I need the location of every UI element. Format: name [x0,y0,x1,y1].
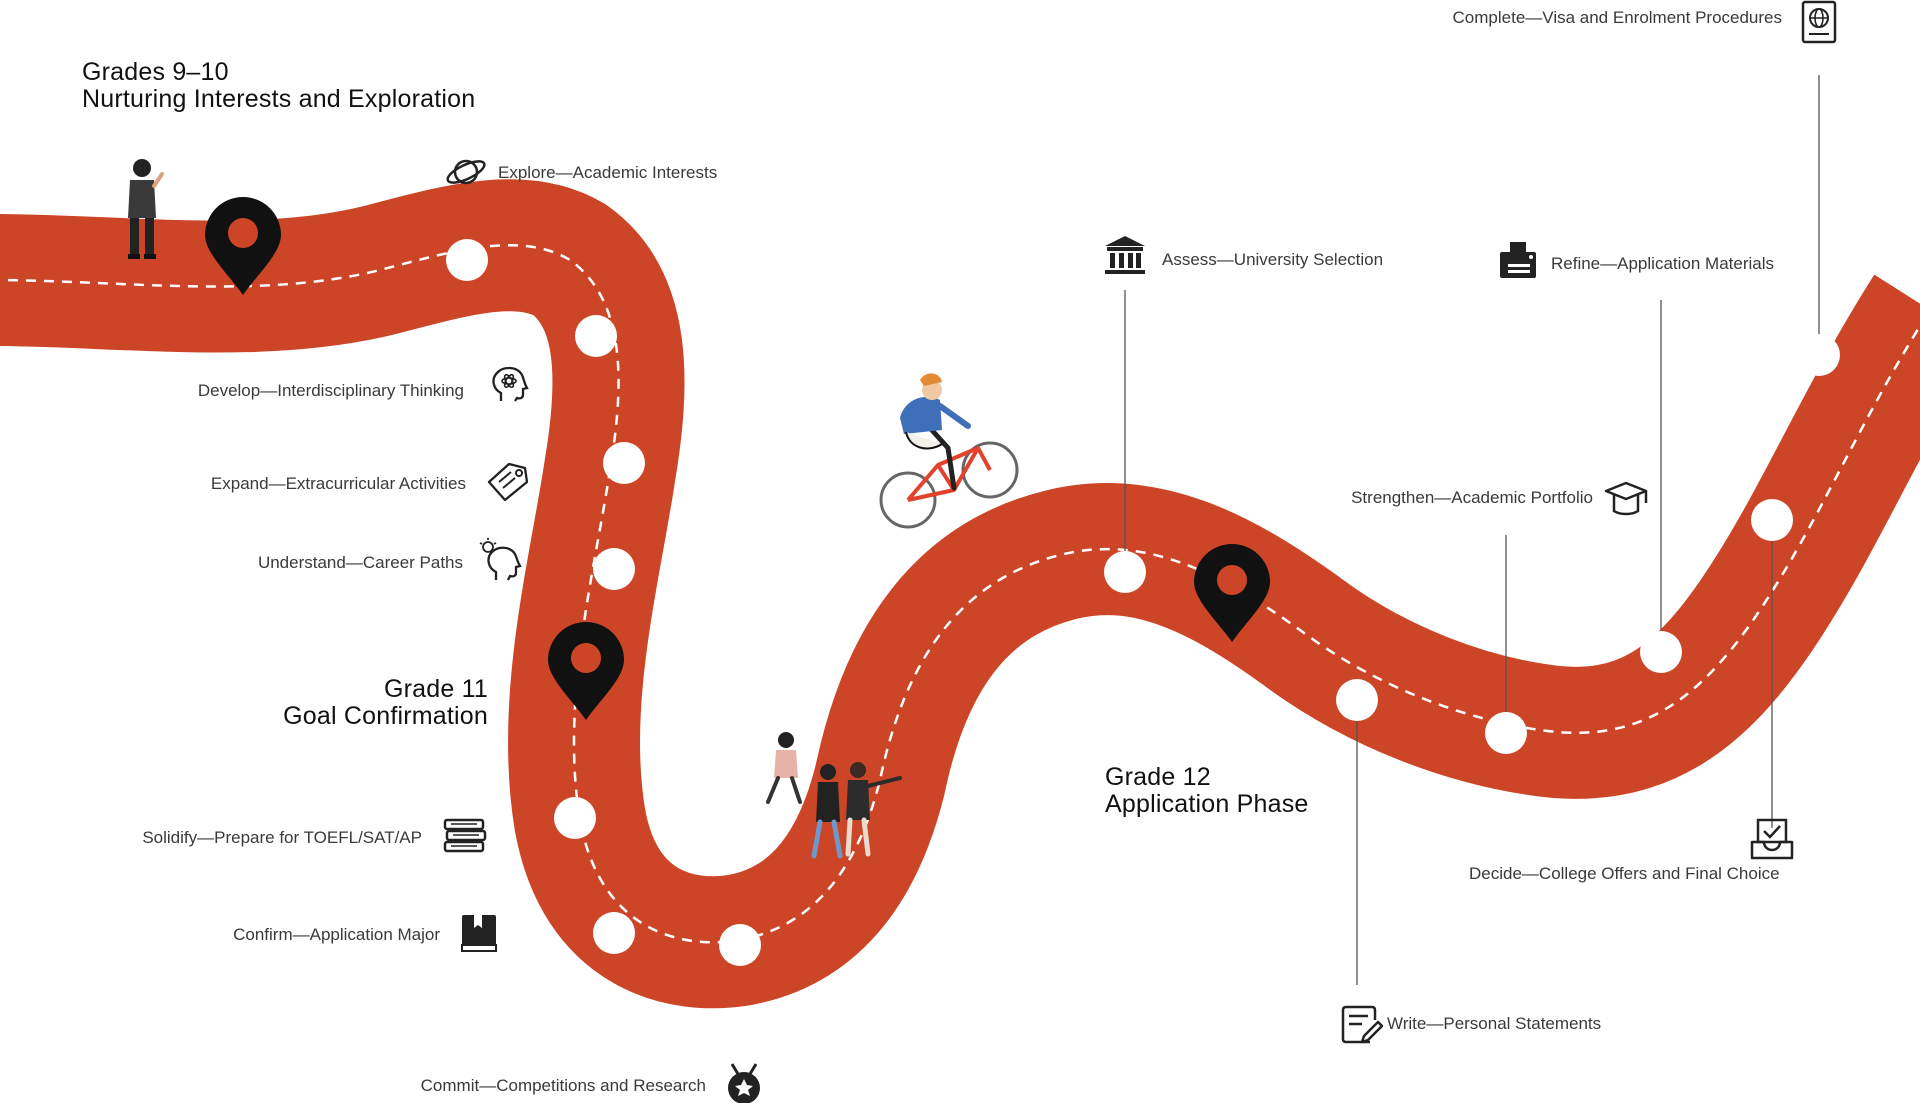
stop-commit [719,924,761,966]
university-building-icon [1103,234,1147,278]
phase-heading-grades-9-10: Grades 9–10 Nurturing Interests and Expl… [82,59,475,113]
stop-expand [603,442,645,484]
leader-lines [1124,75,1820,985]
cyclist-illustration [879,373,1019,529]
stop-complete [1798,334,1840,376]
medal-icon [722,1062,766,1103]
milestone-label-understand: Understand—Career Paths [257,553,463,572]
stop-decide [1751,499,1793,541]
stop-solidify [554,797,596,839]
milestone-label-assess: Assess—University Selection [1162,250,1384,269]
stop-develop [575,315,617,357]
phase-heading-line1: Grades 9–10 [82,58,229,86]
milestone-label-decide: Decide—College Offers and Final Choice [1469,864,1780,883]
milestone-label-write: Write—Personal Statements [1387,1014,1602,1033]
milestone-label-complete: Complete—Visa and Enrolment Procedures [1452,8,1782,27]
milestone-label-refine: Refine—Application Materials [1551,254,1774,273]
map-pin-grade-11 [548,622,624,720]
ticket-tag-icon [485,460,529,504]
phase-heading-line1: Grade 11 [384,675,488,703]
stop-confirm [593,912,635,954]
stop-refine [1640,631,1682,673]
milestone-label-confirm: Confirm—Application Major [233,925,440,944]
bookmark-book-icon [458,912,502,956]
phase-heading-line2: Goal Confirmation [283,702,488,730]
phase-heading-grade-11: Grade 11 Goal Confirmation [283,676,488,730]
phase-heading-line2: Application Phase [1105,790,1309,818]
milestone-label-solidify: Solidify—Prepare for TOEFL/SAT/AP [142,828,422,847]
head-lightbulb-icon [478,538,522,582]
stop-assess [1104,551,1146,593]
milestone-label-commit: Commit—Competitions and Research [420,1076,706,1095]
graduation-cap-icon [1604,477,1648,521]
milestone-label-develop: Develop—Interdisciplinary Thinking [197,381,464,400]
printer-icon [1498,240,1542,284]
book-stack-icon [443,814,487,858]
stop-write [1336,679,1378,721]
map-pin-grade-12 [1194,544,1270,642]
head-atom-icon [487,363,531,407]
standing-person-illustration [128,159,164,259]
stop-strengthen [1485,712,1527,754]
phase-heading-line1: Grade 12 [1105,763,1211,791]
road-centre-dashes [0,244,1920,944]
planet-icon [444,150,488,194]
note-pen-icon [1340,1004,1384,1048]
inbox-check-icon [1750,818,1794,862]
milestone-label-strengthen: Strengthen—Academic Portfolio [1351,488,1593,507]
milestone-stops [446,239,1840,966]
stop-understand [593,548,635,590]
phase-heading-line2: Nurturing Interests and Exploration [82,85,476,113]
milestone-label-explore: Explore—Academic Interests [498,163,718,182]
milestone-label-expand: Expand—Extracurricular Activities [210,474,466,493]
map-pin-grades-9-10 [205,197,281,295]
stop-explore [446,239,488,281]
passport-icon [1797,0,1841,44]
phase-heading-grade-12: Grade 12 Application Phase [1105,764,1309,818]
walking-group-illustration [766,732,902,859]
